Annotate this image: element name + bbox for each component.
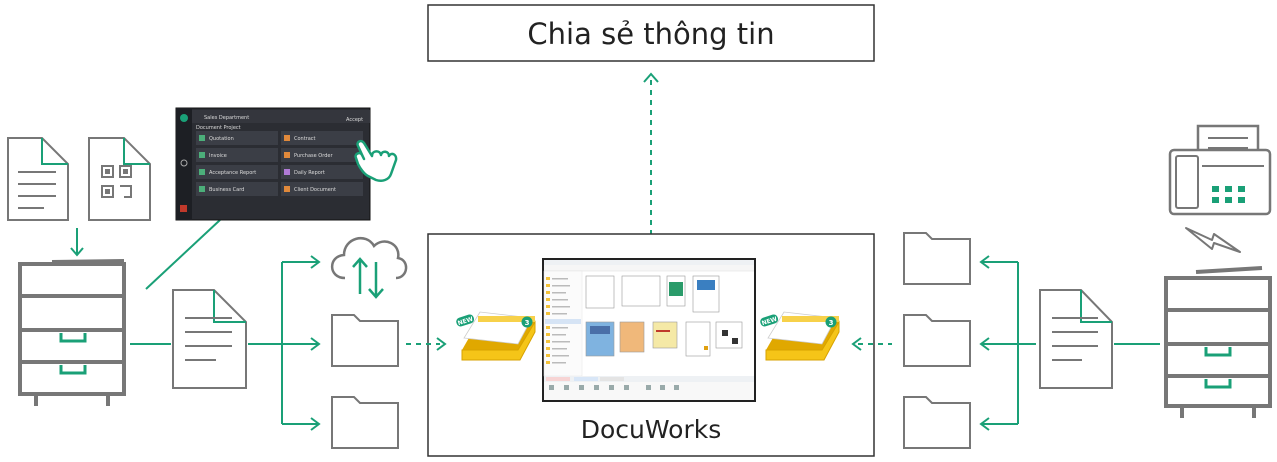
dashed-arrow-left [406, 337, 447, 351]
count-badge-right: 3 [829, 319, 834, 327]
touch-panel: Sales Department Accept Document Project… [175, 107, 371, 221]
svg-text:Quotation: Quotation [209, 136, 234, 142]
dashed-arrow-right [851, 337, 892, 351]
svg-text:Client Document: Client Document [294, 187, 336, 193]
document-icon [7, 137, 69, 221]
svg-text:Business Card: Business Card [209, 187, 244, 193]
scanned-document-icon [172, 289, 247, 389]
svg-text:Daily Report: Daily Report [294, 170, 325, 176]
info-sharing-box: Chia sẻ thông tin [427, 4, 875, 62]
svg-text:Acceptance Report: Acceptance Report [209, 170, 256, 176]
panel-subheader: Document Project [196, 125, 241, 131]
cloud-sync-icon [330, 236, 408, 299]
new-badge-right: NEW [761, 316, 778, 328]
panel-connector [145, 219, 221, 290]
qr-document-icon [88, 137, 151, 221]
svg-text:Contract: Contract [294, 136, 316, 142]
panel-accept: Accept [346, 117, 363, 123]
panel-item[interactable]: Contract [281, 131, 363, 145]
tray-icon-right: NEW 3 [760, 311, 840, 361]
panel-item[interactable]: Business Card [196, 182, 278, 196]
folder-icon [903, 396, 971, 449]
received-document-icon [1039, 289, 1113, 389]
panel-header: Sales Department [204, 115, 249, 121]
multifunction-printer-icon-left [18, 259, 126, 406]
panel-item[interactable]: Invoice [196, 148, 278, 162]
docuworks-window [542, 258, 756, 402]
info-sharing-label: Chia sẻ thông tin [527, 17, 774, 51]
count-badge-left: 3 [525, 319, 530, 327]
printer-handles-right [1204, 347, 1232, 389]
down-arrow [70, 228, 84, 257]
folder-icon [331, 314, 399, 367]
panel-item[interactable]: Purchase Order [281, 148, 363, 162]
new-badge-left: NEW [457, 316, 474, 328]
fax-icon [1168, 124, 1272, 216]
svg-text:Invoice: Invoice [209, 153, 227, 159]
panel-item[interactable]: Client Document [281, 182, 363, 196]
multifunction-printer-icon-right [1164, 266, 1272, 418]
tray-icon-left: NEW 3 [456, 311, 536, 361]
left-flow-lines [130, 255, 321, 431]
folder-icon [331, 396, 399, 449]
panel-item[interactable]: Quotation [196, 131, 278, 145]
panel-item[interactable]: Acceptance Report [196, 165, 278, 179]
lightning-icon [1185, 227, 1241, 253]
panel-item[interactable]: Daily Report [281, 165, 363, 179]
svg-text:Purchase Order: Purchase Order [294, 153, 333, 159]
share-connector [643, 72, 659, 250]
folder-icon [903, 314, 971, 367]
right-flow-lines [979, 255, 1160, 431]
printer-handles-left [59, 333, 87, 375]
hand-pointer-icon [354, 139, 398, 182]
docuworks-label: DocuWorks [581, 415, 721, 444]
folder-icon [903, 232, 971, 285]
